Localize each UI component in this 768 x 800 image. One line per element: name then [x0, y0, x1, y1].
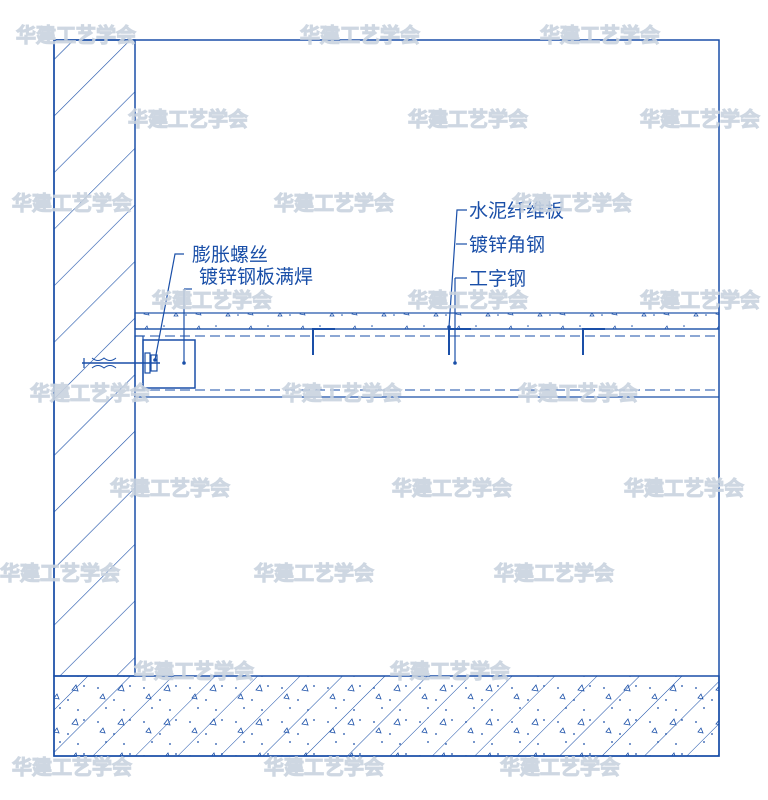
- watermark: 华建工艺学会: [110, 476, 230, 500]
- leader-lines-left: [153, 253, 192, 363]
- watermark-layer: 华建工艺学会 华建工艺学会 华建工艺学会 华建工艺学会 华建工艺学会 华建工艺学…: [0, 23, 761, 780]
- galvanized-angle-3: [582, 328, 605, 355]
- watermark: 华建工艺学会: [274, 191, 394, 215]
- watermark: 华建工艺学会: [408, 288, 528, 312]
- watermark: 华建工艺学会: [12, 191, 132, 215]
- watermark: 华建工艺学会: [152, 288, 272, 312]
- cement-fiber-board-layer: [134, 312, 720, 330]
- watermark: 华建工艺学会: [390, 659, 510, 683]
- label-i-beam: 工字钢: [469, 268, 526, 290]
- concrete-floor-slab: [53, 675, 720, 757]
- watermark: 华建工艺学会: [300, 23, 420, 47]
- watermark: 华建工艺学会: [640, 107, 760, 131]
- watermark: 华建工艺学会: [624, 476, 744, 500]
- expansion-bolt: [82, 352, 186, 374]
- watermark: 华建工艺学会: [500, 755, 620, 779]
- watermark: 华建工艺学会: [518, 381, 638, 405]
- watermark: 华建工艺学会: [254, 561, 374, 585]
- watermark: 华建工艺学会: [0, 561, 120, 585]
- watermark: 华建工艺学会: [30, 381, 150, 405]
- watermark: 华建工艺学会: [264, 755, 384, 779]
- watermark: 华建工艺学会: [512, 191, 632, 215]
- watermark: 华建工艺学会: [12, 755, 132, 779]
- watermark: 华建工艺学会: [540, 23, 660, 47]
- galvanized-angle-2: [448, 328, 471, 355]
- leader-lines-right: [447, 209, 467, 365]
- watermark: 华建工艺学会: [408, 107, 528, 131]
- galvanized-angle-1: [312, 328, 335, 355]
- label-galvanized-plate-weld: 镀锌钢板满焊: [199, 266, 313, 288]
- i-beam: [135, 328, 719, 398]
- watermark: 华建工艺学会: [128, 107, 248, 131]
- watermark: 华建工艺学会: [494, 561, 614, 585]
- label-cement-fiber-board: 水泥纤维板: [469, 200, 564, 222]
- watermark: 华建工艺学会: [392, 476, 512, 500]
- label-expansion-bolt: 膨胀螺丝: [192, 244, 268, 266]
- watermark: 华建工艺学会: [640, 288, 760, 312]
- label-galvanized-angle: 镀锌角钢: [469, 234, 545, 256]
- watermark: 华建工艺学会: [134, 659, 254, 683]
- watermark: 华建工艺学会: [16, 23, 136, 47]
- left-wall: [53, 39, 136, 677]
- watermark: 华建工艺学会: [282, 381, 402, 405]
